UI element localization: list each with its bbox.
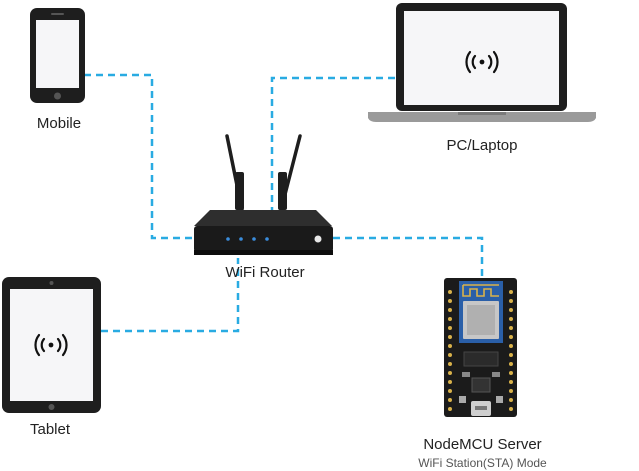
mobile-label: Mobile [36,115,82,132]
pc-laptop-label: PC/Laptop [446,137,518,154]
laptop-device [368,3,596,122]
connection-lines [84,73,484,333]
laptop-router-link [270,76,395,211]
router-nodemcu-link [333,236,484,280]
mobile-device [30,8,85,103]
nodemcu-mode-label: WiFi Station(STA) Mode [418,456,547,470]
wireless-signal-icon [34,333,68,357]
wifi-router-label: WiFi Router [225,264,305,281]
mobile-router-link [84,73,196,240]
nodemcu-server-label: NodeMCU Server [423,436,542,453]
wireless-signal-icon [465,50,499,74]
tablet-label: Tablet [29,421,71,438]
tablet-device [2,277,101,413]
nodemcu-board [444,278,517,417]
wifi-router-device [194,134,333,255]
tablet-router-link [101,258,240,333]
